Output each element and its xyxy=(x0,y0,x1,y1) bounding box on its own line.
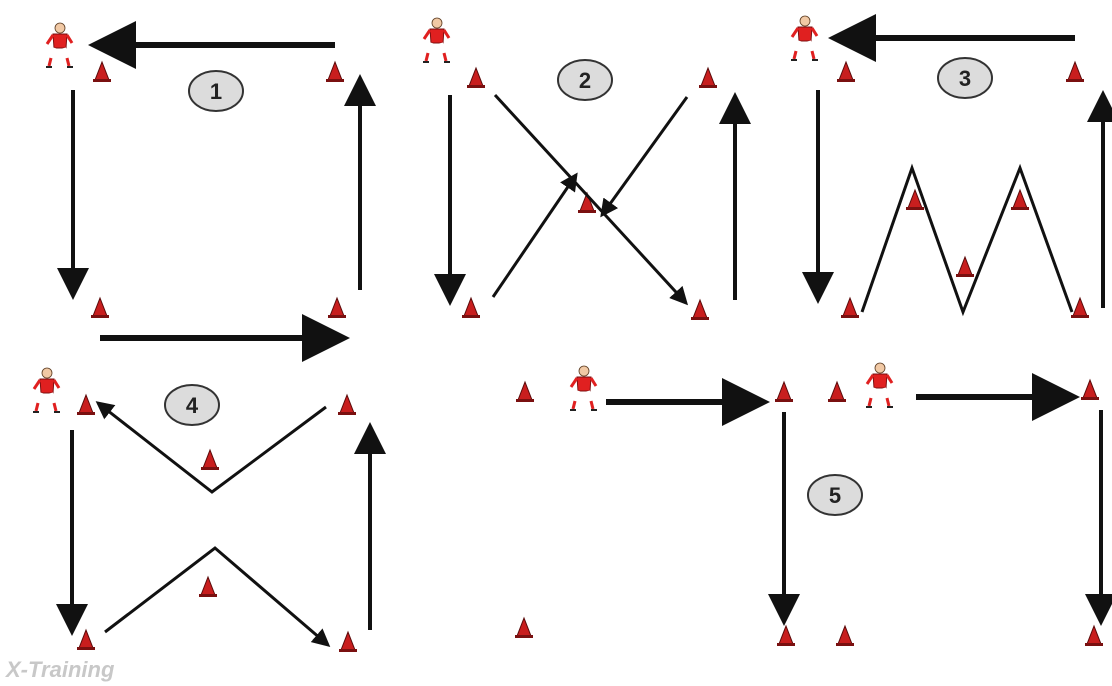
drill-number: 4 xyxy=(186,393,199,418)
training-cone-icon xyxy=(777,626,795,646)
training-cone-icon xyxy=(1085,626,1103,646)
drill-number: 3 xyxy=(959,66,971,91)
drill-3: 3 xyxy=(791,16,1103,318)
zigzag-arrow xyxy=(862,168,1072,312)
drill-number: 2 xyxy=(579,68,591,93)
training-cone-icon xyxy=(775,382,793,402)
drill-number-badge: 5 xyxy=(808,475,862,515)
soccer-player-icon xyxy=(791,16,818,60)
drill-number-badge: 3 xyxy=(938,58,992,98)
drill-number: 1 xyxy=(210,79,222,104)
training-cone-icon xyxy=(77,395,95,415)
training-cone-icon xyxy=(691,300,709,320)
training-cone-icon xyxy=(1071,298,1089,318)
training-cone-icon xyxy=(841,298,859,318)
arrow xyxy=(602,97,687,215)
training-cone-icon xyxy=(201,450,219,470)
training-cone-icon xyxy=(956,257,974,277)
training-cone-icon xyxy=(338,395,356,415)
training-cone-icon xyxy=(1081,380,1099,400)
soccer-player-icon xyxy=(866,363,893,407)
soccer-player-icon xyxy=(423,18,450,62)
watermark: X-Training xyxy=(4,657,115,682)
drill-number-badge: 1 xyxy=(189,71,243,111)
training-cone-icon xyxy=(516,382,534,402)
soccer-player-icon xyxy=(33,368,60,412)
arrow xyxy=(493,175,576,297)
training-cone-icon xyxy=(93,62,111,82)
drill-number-badge: 2 xyxy=(558,60,612,100)
soccer-player-icon xyxy=(570,366,597,410)
training-cone-icon xyxy=(837,62,855,82)
drill-number: 5 xyxy=(829,483,841,508)
training-cone-icon xyxy=(515,618,533,638)
training-cone-icon xyxy=(328,298,346,318)
drill-4: 4 xyxy=(33,368,370,652)
training-cone-icon xyxy=(1066,62,1084,82)
drill-5: 5 xyxy=(515,363,1103,646)
training-cone-icon xyxy=(467,68,485,88)
arrow xyxy=(495,95,686,303)
training-cone-icon xyxy=(77,630,95,650)
drill-number-badge: 4 xyxy=(165,385,219,425)
training-cone-icon xyxy=(462,298,480,318)
training-cone-icon xyxy=(91,298,109,318)
training-cone-icon xyxy=(836,626,854,646)
drill-2: 2 xyxy=(423,18,735,320)
training-cone-icon xyxy=(199,577,217,597)
training-cone-icon xyxy=(699,68,717,88)
soccer-player-icon xyxy=(46,23,73,67)
training-cone-icon xyxy=(326,62,344,82)
drill-1: 1 xyxy=(46,23,360,338)
training-cone-icon xyxy=(339,632,357,652)
training-cone-icon xyxy=(828,382,846,402)
training-cone-icon xyxy=(1011,190,1029,210)
